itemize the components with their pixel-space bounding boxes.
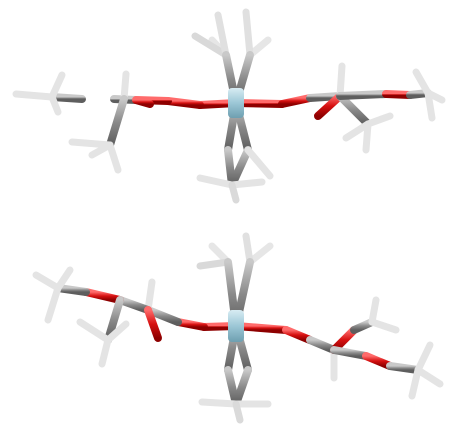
bond <box>336 90 390 100</box>
bond <box>424 89 436 122</box>
bond <box>98 336 112 368</box>
bond <box>196 174 236 189</box>
bond <box>306 336 338 354</box>
bond <box>342 120 372 142</box>
bond <box>132 96 154 108</box>
bond <box>164 97 204 109</box>
bond <box>228 178 266 189</box>
bond <box>88 141 114 159</box>
bond <box>198 398 240 408</box>
bond <box>104 296 124 344</box>
bond <box>232 400 244 424</box>
bond <box>244 146 274 180</box>
bond <box>44 284 62 324</box>
bond <box>382 90 414 99</box>
bond <box>104 320 130 344</box>
bond <box>106 141 122 174</box>
bond <box>54 284 90 296</box>
bond <box>242 232 254 266</box>
bond <box>144 306 162 342</box>
bond <box>278 94 314 108</box>
bond <box>106 95 128 149</box>
bond <box>242 8 254 59</box>
molecule-top <box>12 8 446 204</box>
bond <box>368 296 380 326</box>
bond <box>228 181 240 204</box>
metal-center <box>228 310 244 342</box>
bond <box>368 318 400 334</box>
bond <box>144 306 182 326</box>
bond <box>54 266 74 292</box>
bond <box>82 288 124 304</box>
molecule-bottom <box>32 232 444 424</box>
bond <box>362 352 394 370</box>
bond <box>76 318 112 344</box>
bond <box>386 362 422 374</box>
bond <box>412 68 432 97</box>
bond <box>232 366 252 408</box>
bond <box>120 70 130 103</box>
bond <box>314 92 344 120</box>
bond <box>48 93 62 116</box>
bond <box>174 318 208 331</box>
bond <box>144 278 156 314</box>
bond <box>336 62 346 100</box>
bond <box>214 11 230 59</box>
bond <box>414 366 444 388</box>
bond <box>32 271 62 292</box>
bond <box>48 93 86 103</box>
bond <box>12 90 56 101</box>
bond <box>282 326 314 344</box>
bond <box>232 322 290 334</box>
bond <box>330 346 370 360</box>
bond <box>116 296 152 314</box>
bond <box>68 138 114 149</box>
bond <box>191 32 230 59</box>
bond <box>48 71 66 101</box>
bond <box>196 258 232 270</box>
bond <box>414 341 434 374</box>
bond <box>228 146 252 189</box>
metal-center <box>228 88 244 118</box>
bond <box>364 112 394 128</box>
bond <box>336 92 372 128</box>
bond <box>408 366 422 400</box>
bond <box>246 242 274 266</box>
